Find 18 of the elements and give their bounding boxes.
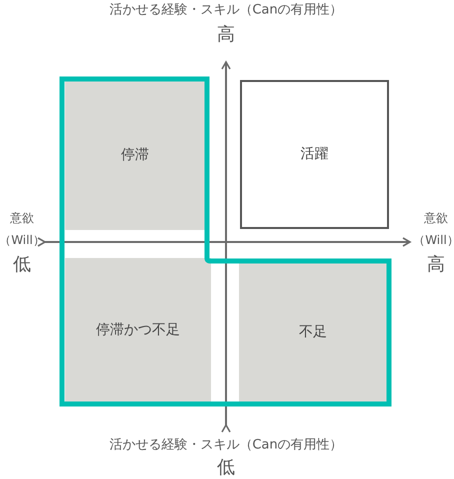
- axis-label: 意欲: [424, 212, 448, 224]
- quadrant-box: [239, 262, 387, 402]
- quadrant-box: [65, 80, 205, 230]
- axis-label: 低: [13, 256, 31, 274]
- quadrant-label: 不足: [299, 322, 327, 342]
- quadrant-box: [240, 80, 389, 229]
- axis-label: 意欲: [10, 212, 34, 224]
- axis-label: 高: [217, 26, 235, 44]
- axis-label: 高: [427, 256, 445, 274]
- axis-label: （Will）: [0, 234, 45, 246]
- quadrant-label: 停滞: [121, 146, 149, 164]
- axis-label: （Will）: [413, 234, 454, 246]
- quadrant-box: [65, 258, 211, 402]
- quadrant-label: 停滞かつ不足: [96, 320, 180, 340]
- quadrant-label: 活躍: [300, 145, 328, 164]
- axis-label: 活かせる経験・スキル（Canの有用性）: [109, 438, 343, 452]
- axis-label: 低: [217, 459, 235, 477]
- axis-label: 活かせる経験・スキル（Canの有用性）: [109, 4, 343, 16]
